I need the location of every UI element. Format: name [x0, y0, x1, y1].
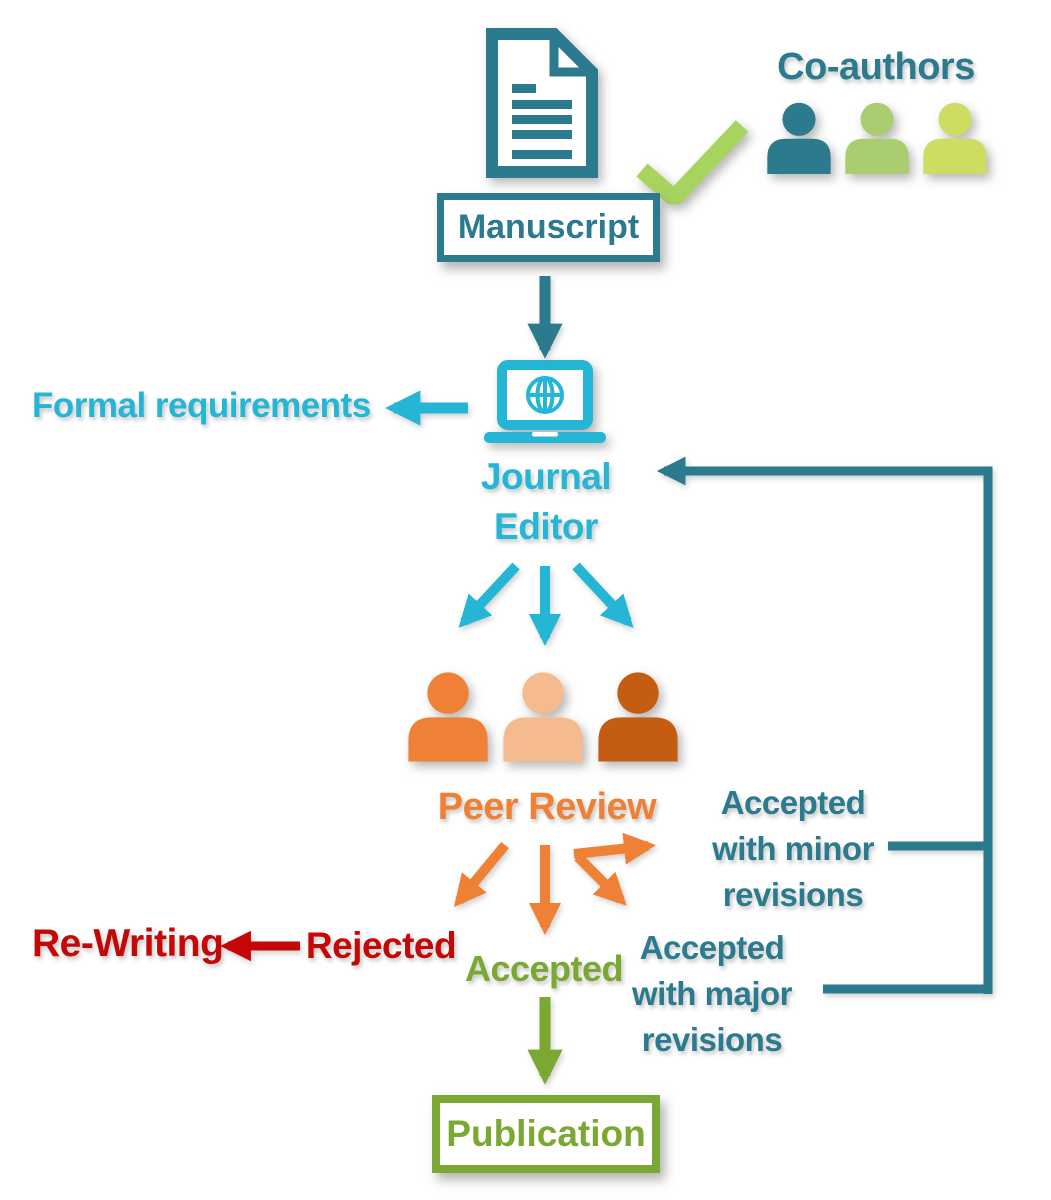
arrow-peer-to-minor-revisions [573, 832, 656, 865]
journal-editor-label-line2: Editor [494, 506, 598, 547]
revision-loop-arrow [656, 456, 993, 994]
document-icon [486, 28, 598, 178]
accepted-major-line1: Accepted [639, 929, 785, 966]
accepted-label: Accepted [464, 948, 624, 989]
accepted-major-line3: revisions [641, 1021, 783, 1058]
manuscript-label: Manuscript [457, 208, 640, 246]
accepted-major-revisions-label: Accepted with major revisions [631, 925, 793, 1063]
peer-reviewers-group [403, 665, 683, 768]
coauthor-person-icon-3 [923, 102, 987, 174]
re-writing-label: Re-Writing [32, 922, 224, 965]
accepted-major-line2: with major [631, 975, 793, 1012]
accepted-minor-line3: revisions [722, 876, 864, 913]
coauthor-person-icon-1 [767, 102, 831, 174]
journal-editor-label-line1: Journal [480, 456, 612, 497]
accepted-minor-line2: with minor [712, 830, 874, 867]
arrow-peer-to-rejected [453, 841, 509, 908]
manuscript-box: Manuscript [437, 193, 660, 262]
peer-review-label: Peer Review [437, 786, 657, 828]
arrow-editor-to-reviewer-left [458, 562, 520, 628]
coauthor-person-icon-2 [845, 102, 909, 174]
checkmark-icon [636, 120, 749, 204]
co-authors-group [763, 98, 991, 178]
journal-editor-label: Journal Editor [480, 452, 612, 552]
laptop-globe-icon [484, 360, 606, 443]
reviewer-person-icon-2 [503, 672, 583, 762]
publication-box: Publication [432, 1095, 660, 1173]
publication-label: Publication [446, 1113, 646, 1154]
arrow-editor-to-reviewer-right [572, 562, 634, 628]
rejected-label: Rejected [305, 925, 457, 966]
reviewer-person-icon-1 [408, 672, 488, 762]
accepted-minor-line1: Accepted [720, 784, 866, 821]
co-authors-label: Co-authors [777, 46, 975, 88]
formal-requirements-label: Formal requirements [32, 386, 371, 425]
arrow-peer-to-major-revisions [574, 853, 627, 906]
accepted-minor-revisions-label: Accepted with minor revisions [712, 780, 874, 918]
reviewer-person-icon-3 [598, 672, 678, 762]
